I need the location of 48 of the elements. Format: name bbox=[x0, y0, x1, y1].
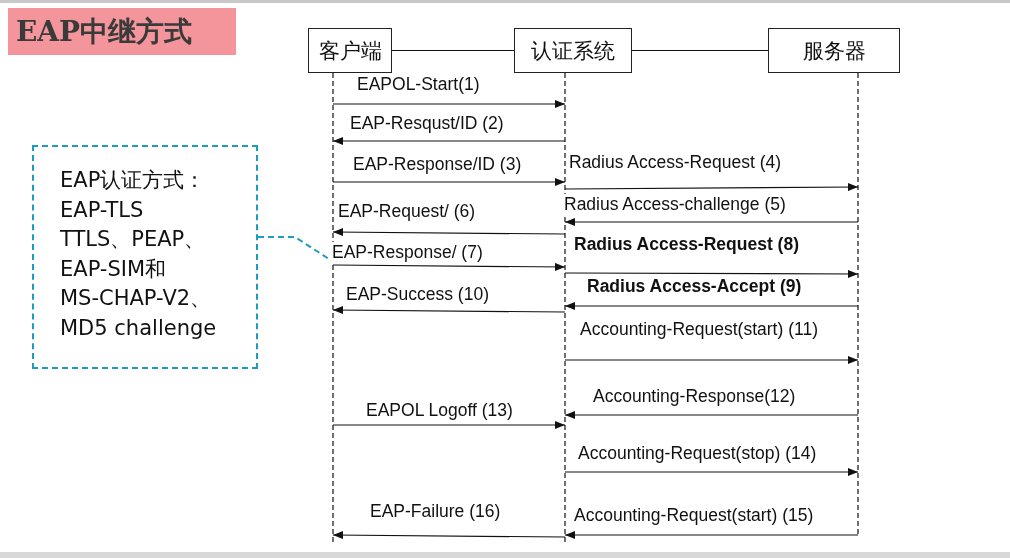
note-box bbox=[32, 145, 258, 369]
edge-label: Accounting-Response(12) bbox=[592, 386, 797, 406]
message-arrow bbox=[332, 421, 566, 429]
message-arrow bbox=[332, 137, 566, 145]
message-arrow bbox=[332, 100, 566, 108]
participant-box: 认证系统 bbox=[514, 28, 632, 73]
edge-label: EAPOL Logoff (13) bbox=[365, 400, 514, 420]
message-arrow bbox=[564, 269, 859, 278]
edge-label: Accounting-Request(start) (11) bbox=[579, 319, 819, 339]
participant-box: 服务器 bbox=[768, 28, 900, 73]
message-arrow bbox=[332, 306, 566, 315]
message-arrow bbox=[564, 468, 859, 476]
note-line: TTLS、PEAP、 bbox=[60, 226, 206, 252]
message-arrow bbox=[564, 218, 859, 226]
edge-label: EAP-Failure (16) bbox=[369, 501, 502, 521]
lifeline bbox=[856, 73, 860, 537]
edge-label: Radius Access-challenge (5) bbox=[563, 194, 787, 214]
note-line: EAP-SIM和 bbox=[60, 255, 167, 282]
edge-label: EAP-Request/ (6) bbox=[337, 201, 477, 221]
message-arrow bbox=[332, 262, 566, 271]
edge-label: EAP-Success (10) bbox=[345, 284, 490, 304]
message-arrow bbox=[332, 531, 566, 540]
edge-label: EAP-Response/ID (3) bbox=[352, 154, 523, 174]
lifeline bbox=[331, 73, 335, 545]
message-arrow bbox=[564, 411, 859, 419]
message-arrow bbox=[564, 356, 859, 364]
message-arrow bbox=[564, 183, 859, 192]
edge-label: EAP-Resqust/ID (2) bbox=[349, 113, 505, 133]
message-arrow bbox=[332, 178, 566, 186]
edge-label: EAPOL-Start(1) bbox=[356, 74, 481, 94]
edge-label: Accounting-Request(stop) (14) bbox=[577, 443, 818, 463]
edge-label: Radius Access-Request (8) bbox=[573, 234, 800, 254]
message-arrow bbox=[332, 228, 566, 237]
lifeline bbox=[563, 73, 567, 545]
edge-label: EAP-Response/ (7) bbox=[331, 242, 484, 262]
connector-line bbox=[391, 49, 515, 52]
connector-line bbox=[631, 49, 769, 52]
message-arrow bbox=[564, 531, 859, 539]
title: EAP中继方式 bbox=[8, 8, 236, 55]
note-line: MS-CHAP-V2、 bbox=[60, 285, 212, 311]
message-arrow bbox=[564, 302, 859, 310]
edge-label: Radius Access-Request (4) bbox=[568, 152, 783, 172]
edge-label: Radius Access-Accept (9) bbox=[586, 276, 803, 296]
participant-box: 客户端 bbox=[308, 28, 392, 73]
note-line: EAP-TLS bbox=[60, 196, 144, 223]
note-heading: EAP认证方式： bbox=[60, 167, 206, 193]
edge-label: Accounting-Request(start) (15) bbox=[573, 505, 815, 525]
note-line: MD5 challenge bbox=[60, 314, 217, 341]
